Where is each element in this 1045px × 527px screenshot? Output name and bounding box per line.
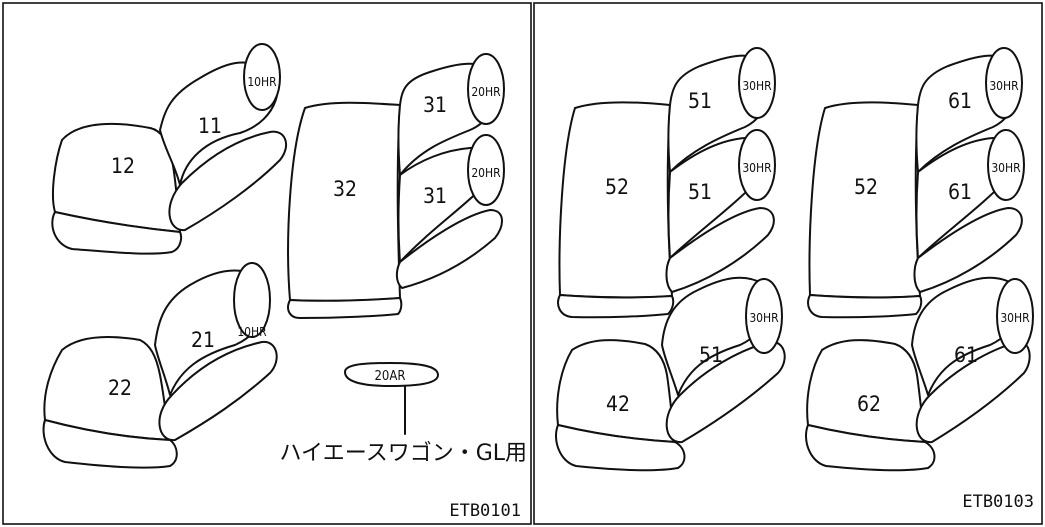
armrest-note: ハイエースワゴン・GL用 (279, 441, 527, 466)
bench-a-back-top-label: 51 (688, 89, 712, 113)
seat-b-back-label: 21 (191, 328, 215, 352)
bench-a-headrest-top-label: 30HR (742, 79, 772, 93)
seat-b-front (42, 419, 178, 469)
seat-c: 42 51 30HR (555, 276, 786, 472)
bench-a-back-bottom-label: 51 (688, 180, 712, 204)
armrest-shape (344, 362, 439, 387)
panel-right-code: ETB0103 (962, 492, 1034, 512)
bench-left-headrest-top (467, 53, 505, 125)
bench-a-headrest-bottom (738, 129, 776, 201)
seat-a-headrest (243, 43, 281, 111)
seat-b: 22 21 10HR (42, 262, 278, 469)
panel-left-frame (2, 2, 532, 525)
bench-b-back-lower (913, 207, 1023, 293)
bench-left-cushion-label: 32 (333, 177, 357, 201)
seat-d-headrest-label: 30HR (1000, 311, 1030, 325)
bench-left-headrest-bottom (467, 134, 505, 206)
seat-a-lower (168, 130, 288, 232)
seat-a-back-label: 11 (198, 114, 222, 138)
bench-a-cushion-label: 52 (605, 175, 629, 199)
seat-b-cushion-label: 22 (108, 376, 132, 400)
seat-a-front (51, 211, 182, 255)
seat-a: 12 11 10HR (51, 43, 288, 255)
bench-a-headrest-bottom-label: 30HR (742, 161, 772, 175)
bench-left-back-bottom-label: 31 (423, 184, 447, 208)
bench-b-back-top-label: 61 (948, 89, 972, 113)
seat-d-front (805, 424, 936, 472)
seat-d: 62 61 30HR (805, 276, 1034, 472)
panel-left-code: ETB0101 (449, 501, 521, 521)
seat-c-back-label: 51 (699, 343, 723, 367)
seat-a-cushion-label: 12 (111, 154, 135, 178)
seat-c-lower (665, 340, 786, 444)
seat-d-cushion-label: 62 (857, 392, 881, 416)
seat-d-back-label: 61 (954, 343, 978, 367)
seat-b-headrest-label: 10HR (237, 325, 267, 339)
seat-a-headrest-label: 10HR (247, 75, 277, 89)
bench-b-headrest-bottom-label: 30HR (991, 161, 1021, 175)
bench-b-front (807, 294, 923, 319)
bench-left-back-lower (395, 209, 503, 289)
seat-b-lower (158, 340, 278, 442)
bench-a-headrest-top (738, 47, 776, 119)
seat-d-lower (915, 340, 1031, 444)
seat-c-front (555, 424, 686, 472)
bench-a-front (557, 294, 675, 319)
bench-a-cushion (558, 101, 673, 299)
bench-b-headrest-bottom (987, 129, 1025, 201)
seat-b-headrest (233, 262, 271, 338)
seat-d-headrest (996, 278, 1034, 354)
bench-b-headrest-top-label: 30HR (989, 79, 1019, 93)
bench-left-headrest-bottom-label: 20HR (471, 166, 501, 180)
panel-right-frame (533, 2, 1043, 525)
bench-left-headrest-top-label: 20HR (471, 85, 501, 99)
seat-c-headrest (745, 278, 783, 354)
bench-left-back-top-label: 31 (423, 93, 447, 117)
seat-c-cushion-label: 42 (606, 392, 630, 416)
bench-b-cushion (808, 101, 921, 299)
bench-b-cushion-label: 52 (854, 175, 878, 199)
armrest-label: 20AR (374, 369, 405, 384)
bench-b-back-bottom-label: 61 (948, 180, 972, 204)
bench-left-front (287, 297, 403, 319)
bench-b: 52 61 61 30HR 30HR (807, 47, 1025, 319)
bench-b-headrest-top (985, 47, 1023, 119)
bench-left: 32 31 31 20HR 20HR (287, 53, 505, 319)
armrest: 20AR ハイエースワゴン・GL用 (279, 362, 527, 466)
bench-a-back-lower (665, 207, 775, 293)
seat-c-headrest-label: 30HR (749, 311, 779, 325)
bench-a: 52 51 51 30HR 30HR (557, 47, 776, 319)
bench-left-cushion (287, 101, 401, 302)
